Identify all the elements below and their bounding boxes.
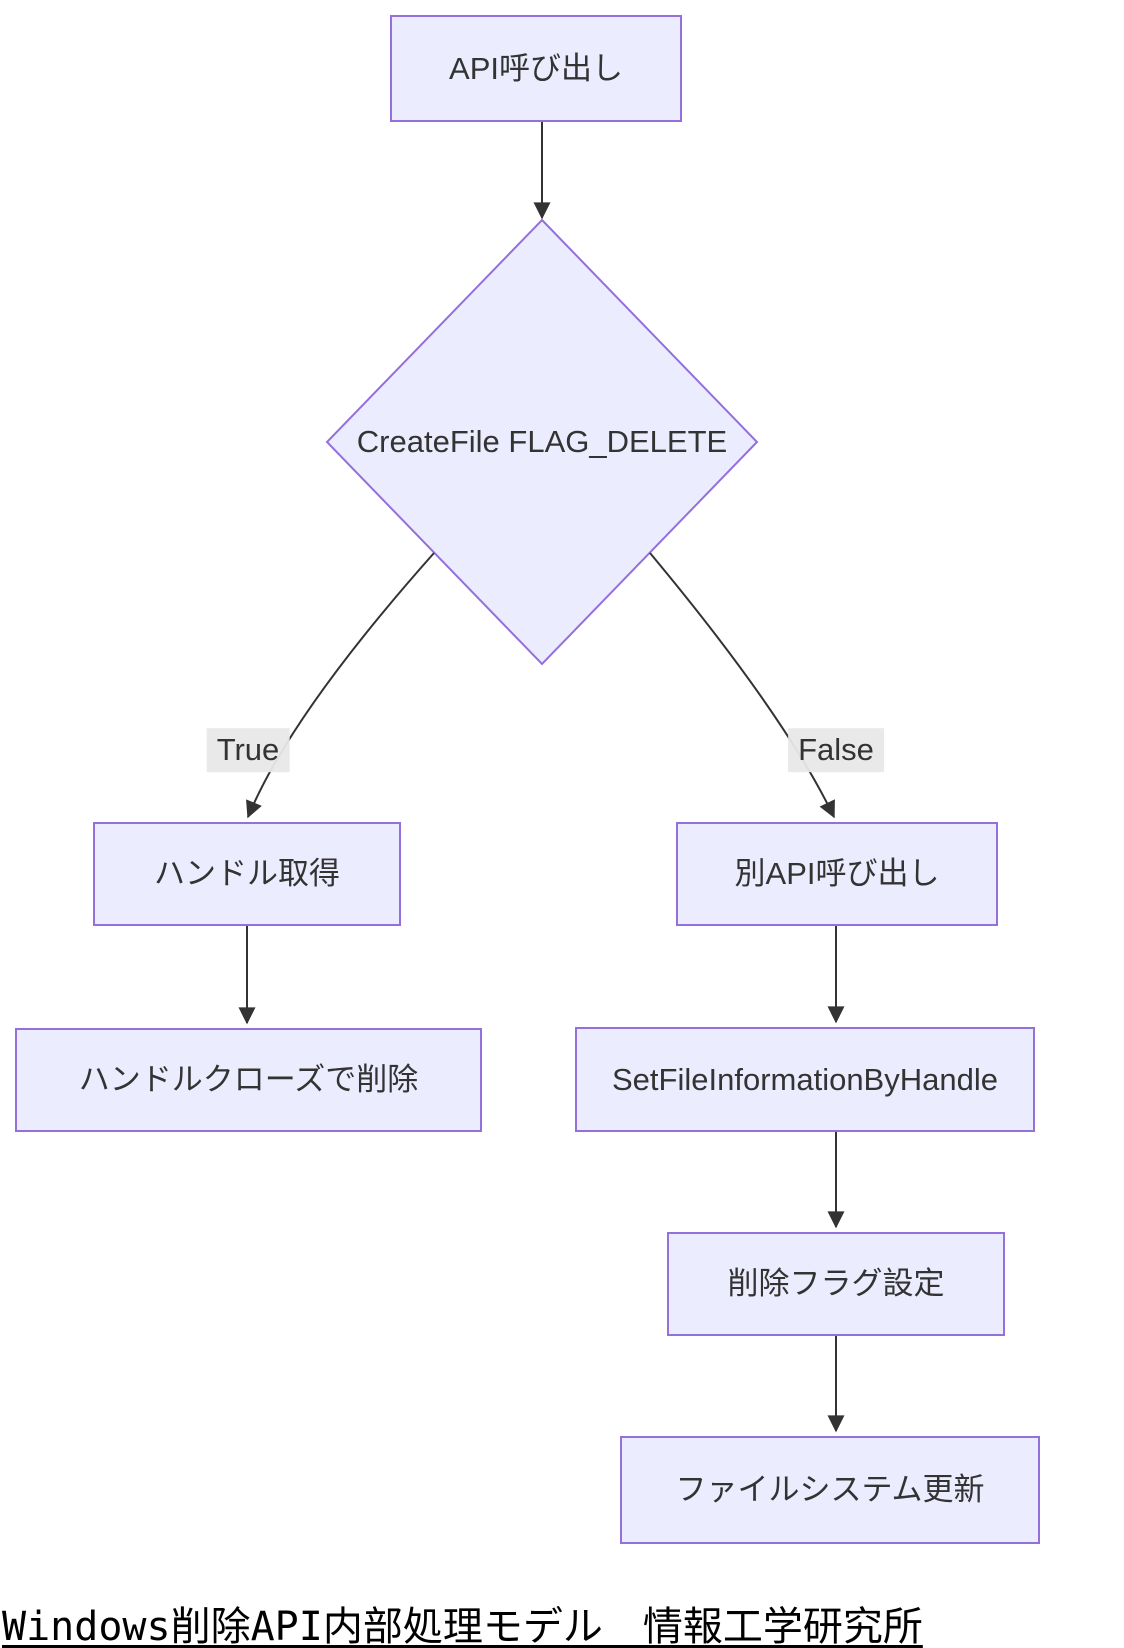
node-handle-close-delete-label: ハンドルクローズで削除 — [78, 1062, 419, 1098]
node-set-file-information-label: SetFileInformationByHandle — [612, 1061, 998, 1097]
node-handle-close-delete: ハンドルクローズで削除 — [15, 1028, 482, 1132]
node-delete-flag-set: 削除フラグ設定 — [667, 1232, 1005, 1336]
node-handle-acquire-label: ハンドル取得 — [154, 856, 340, 892]
edge-decision-to-alt-api-call — [649, 552, 835, 819]
node-api-call-label: API呼び出し — [449, 50, 623, 86]
node-api-call: API呼び出し — [390, 15, 682, 122]
edge-label-false-text: False — [798, 732, 874, 768]
diagram-caption: Windows削除API内部処理モデル 情報工学研究所 — [2, 1604, 923, 1648]
edge-label-false: False — [788, 728, 884, 772]
decision-diamond-label: CreateFile FLAG_DELETE — [357, 424, 727, 460]
edge-decision-to-handle-acquire — [246, 552, 435, 819]
node-set-file-information-by-handle: SetFileInformationByHandle — [575, 1027, 1035, 1132]
node-delete-flag-set-label: 削除フラグ設定 — [727, 1266, 945, 1302]
node-filesystem-update-label: ファイルシステム更新 — [675, 1472, 985, 1508]
decision-diamond-shape — [325, 218, 759, 666]
edge-label-true-text: True — [216, 732, 280, 768]
decision-label-text: CreateFile FLAG_DELETE — [356, 424, 728, 459]
node-alt-api-call-label: 別API呼び出し — [734, 856, 940, 892]
edge-label-true: True — [206, 728, 290, 772]
node-filesystem-update: ファイルシステム更新 — [620, 1436, 1040, 1544]
node-alt-api-call: 別API呼び出し — [676, 822, 998, 926]
node-handle-acquire: ハンドル取得 — [93, 822, 401, 926]
